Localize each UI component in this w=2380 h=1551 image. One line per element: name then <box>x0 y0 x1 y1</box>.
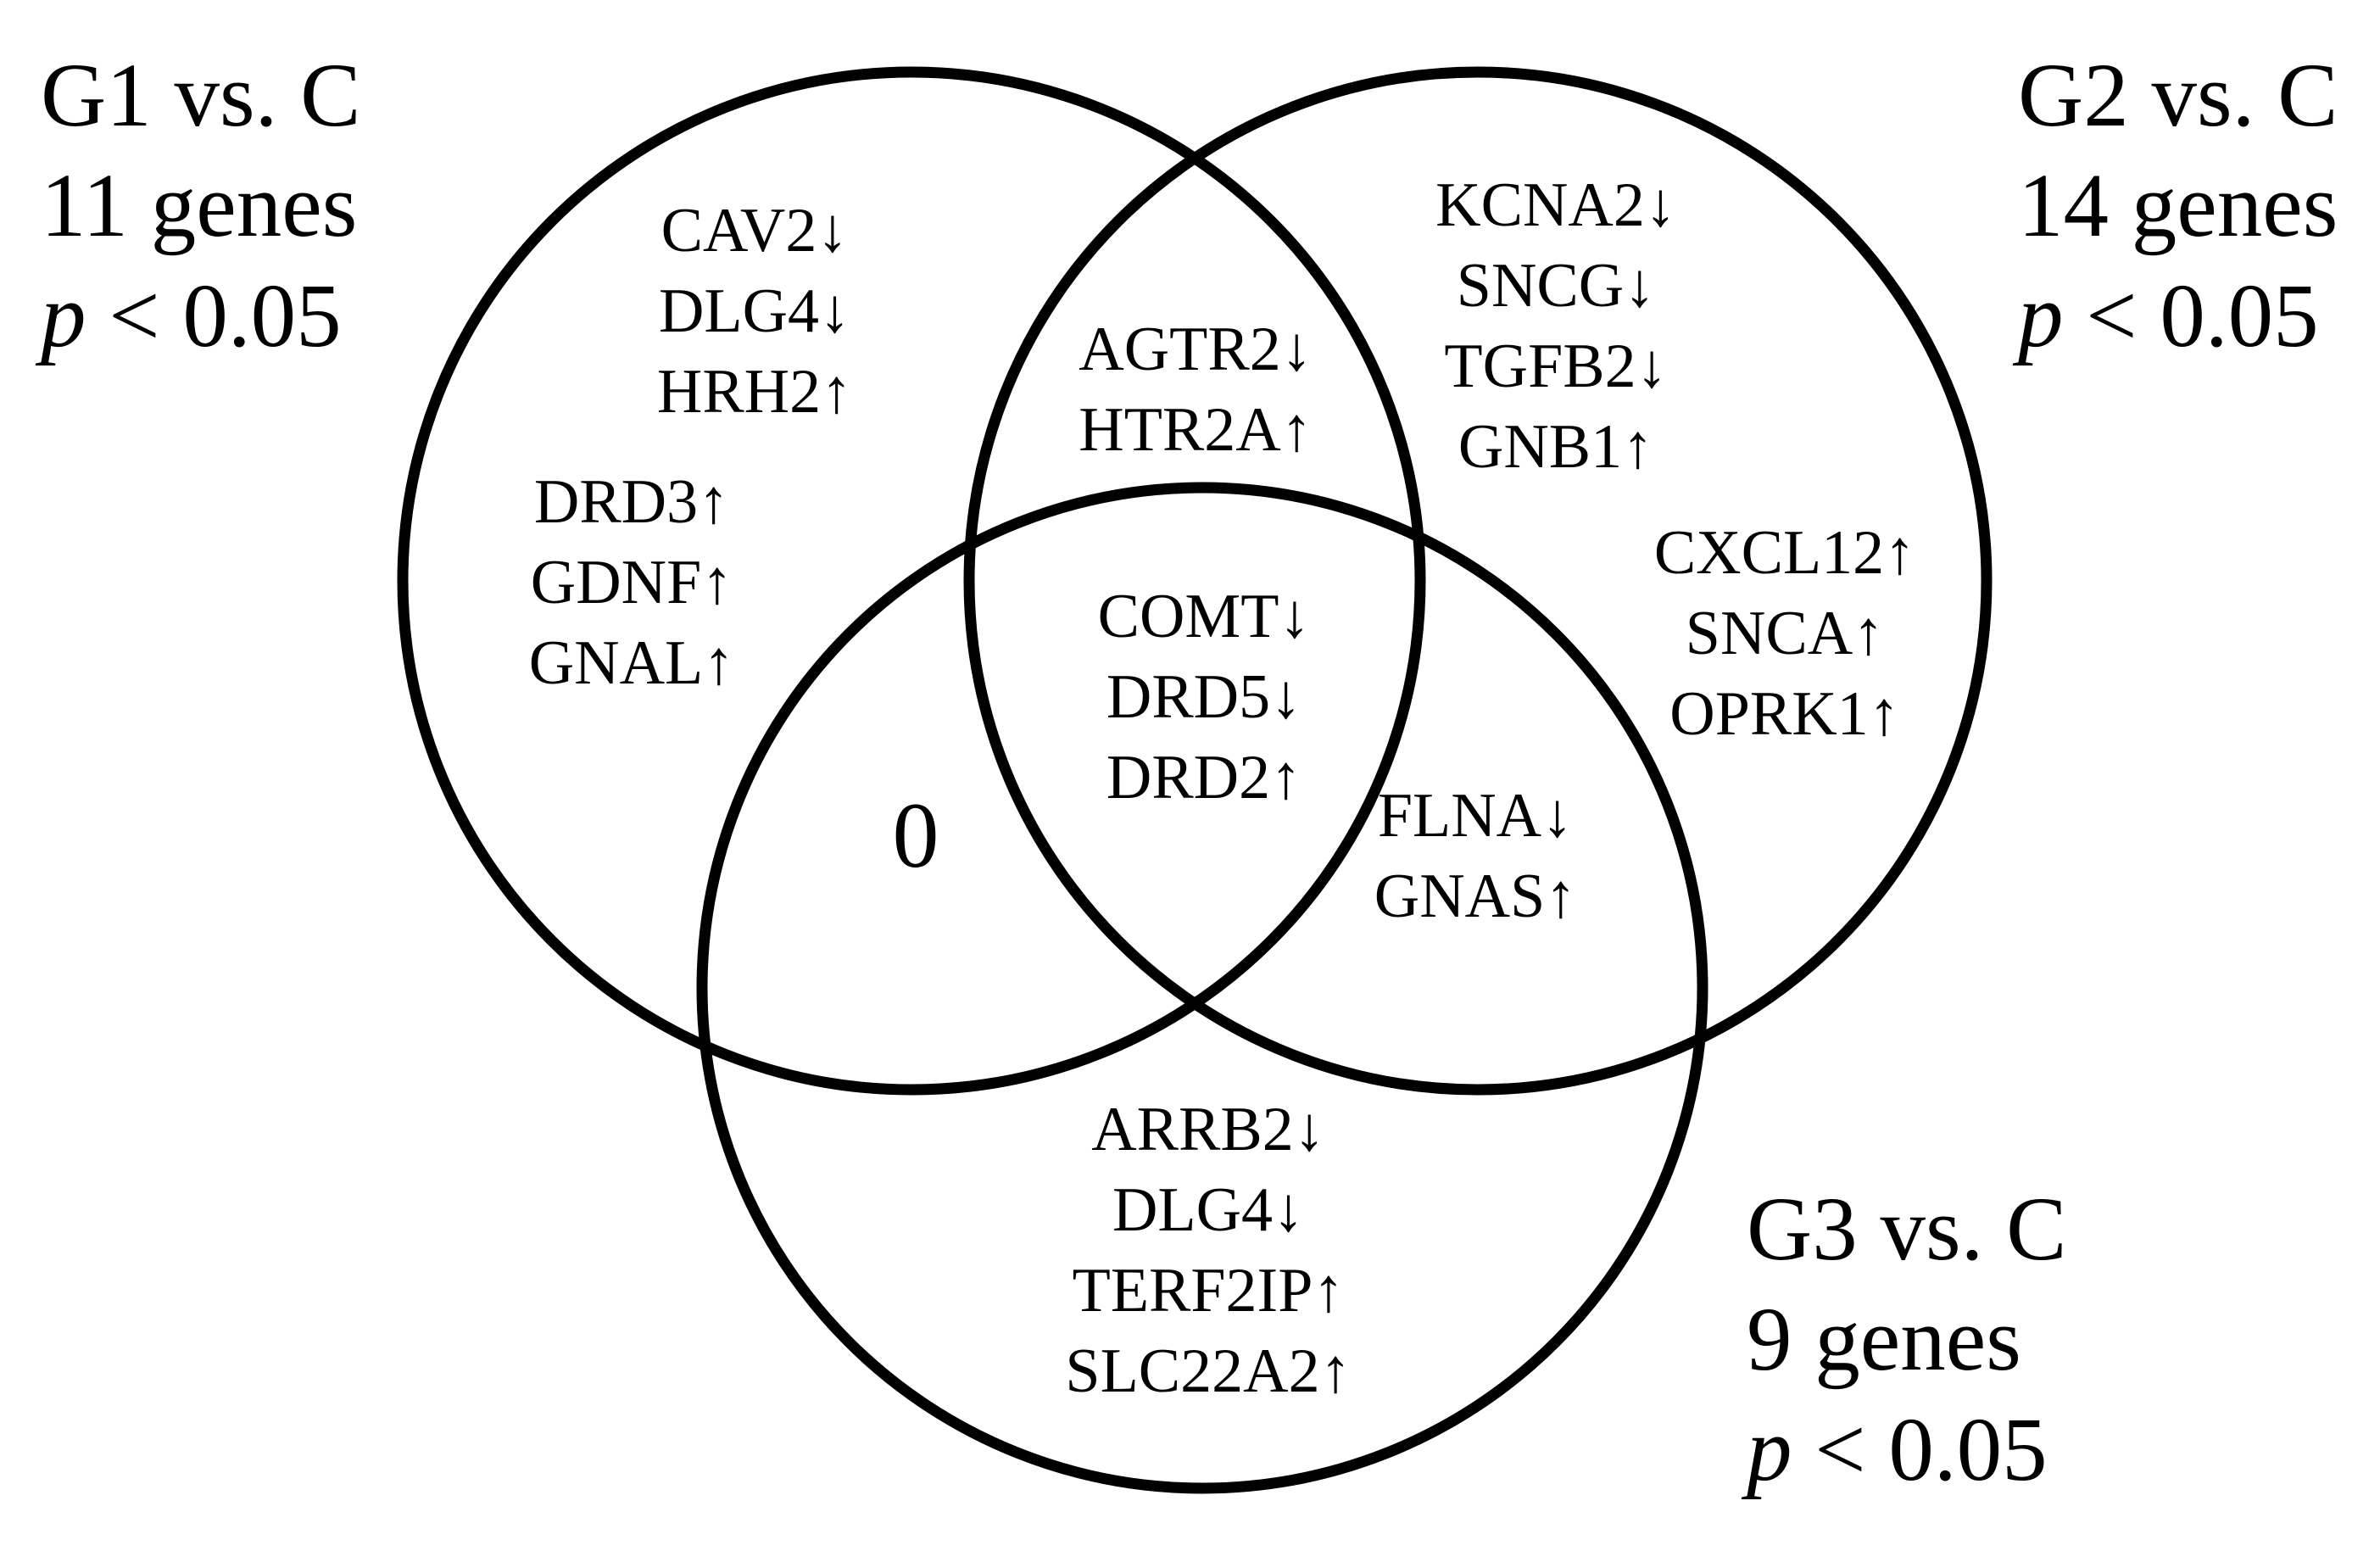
region-g2-only-top: KCNA2↓ SNCG↓ TGFB2↓ GNB1↑ <box>1435 165 1676 488</box>
set-title-g1: G1 vs. C <box>41 46 361 146</box>
set-title-g3: G3 vs. C <box>1747 1180 2067 1280</box>
set-pvalue-g3: p < 0.05 <box>1747 1400 2048 1500</box>
gene-label: SNCG↓ <box>1456 251 1656 321</box>
gene-label: KCNA2↓ <box>1435 170 1676 240</box>
region-g1-only-top: CAV2↓ DLG4↓ HRH2↑ <box>657 191 852 432</box>
gene-label: AGTR2↓ <box>1079 315 1313 384</box>
set-count-g1: 11 genes <box>41 156 358 256</box>
gene-label: CAV2↓ <box>660 196 849 265</box>
gene-label: CXCL12↑ <box>1653 518 1916 588</box>
region-g1-g3-count: 0 <box>892 784 939 887</box>
gene-label: ARRB2↓ <box>1091 1095 1325 1164</box>
gene-label: HRH2↑ <box>656 357 853 427</box>
gene-label: GNAL↑ <box>528 628 735 698</box>
gene-label: DRD3↑ <box>533 467 730 537</box>
gene-label: GDNF↑ <box>530 548 733 617</box>
set-count-g2: 14 genes <box>2018 156 2338 256</box>
gene-label: DRD2↑ <box>1106 743 1302 812</box>
gene-label: DLG4↓ <box>658 276 851 346</box>
set-title-g2: G2 vs. C <box>2018 46 2338 146</box>
region-g1-only-left: DRD3↑ GDNF↑ GNAL↑ <box>529 462 735 704</box>
gene-label: TGFB2↓ <box>1444 332 1668 401</box>
set-count-g3: 9 genes <box>1747 1290 2021 1390</box>
set-label-g1: G1 vs. C 11 genes p < 0.05 <box>41 41 361 371</box>
region-g2-g3-intersection: FLNA↓ GNAS↑ <box>1374 776 1576 937</box>
region-g3-only: ARRB2↓ DLG4↓ TERF2IP↑ SLC22A2↑ <box>1065 1090 1351 1412</box>
gene-label: DLG4↓ <box>1112 1175 1305 1245</box>
gene-label: SLC22A2↑ <box>1065 1336 1352 1406</box>
gene-label: OPRK1↑ <box>1669 679 1900 749</box>
region-all-three-intersection: COMT↓ DRD5↓ DRD2↑ <box>1098 577 1311 818</box>
set-pvalue-g1: p < 0.05 <box>41 266 342 366</box>
gene-label: TERF2IP↑ <box>1072 1256 1345 1325</box>
set-label-g2: G2 vs. C 14 genes p < 0.05 <box>2018 41 2338 371</box>
set-circle-g3 <box>696 482 1708 1494</box>
set-label-g3: G3 vs. C 9 genes p < 0.05 <box>1747 1174 2067 1505</box>
gene-label: HTR2A↑ <box>1079 395 1313 465</box>
region-g1-g2-intersection: AGTR2↓ HTR2A↑ <box>1079 310 1312 471</box>
set-circle-g1 <box>397 66 1426 1096</box>
region-g2-only-right: CXCL12↑ SNCA↑ OPRK1↑ <box>1654 513 1915 755</box>
gene-label: DRD5↓ <box>1106 662 1302 732</box>
set-circle-g2 <box>963 66 1993 1096</box>
gene-label: SNCA↑ <box>1685 599 1885 668</box>
gene-label: FLNA↓ <box>1377 781 1574 851</box>
gene-label: GNB1↑ <box>1458 412 1654 482</box>
gene-label: COMT↓ <box>1097 582 1311 651</box>
set-pvalue-g2: p < 0.05 <box>2018 266 2319 366</box>
gene-label: GNAS↑ <box>1374 862 1577 931</box>
